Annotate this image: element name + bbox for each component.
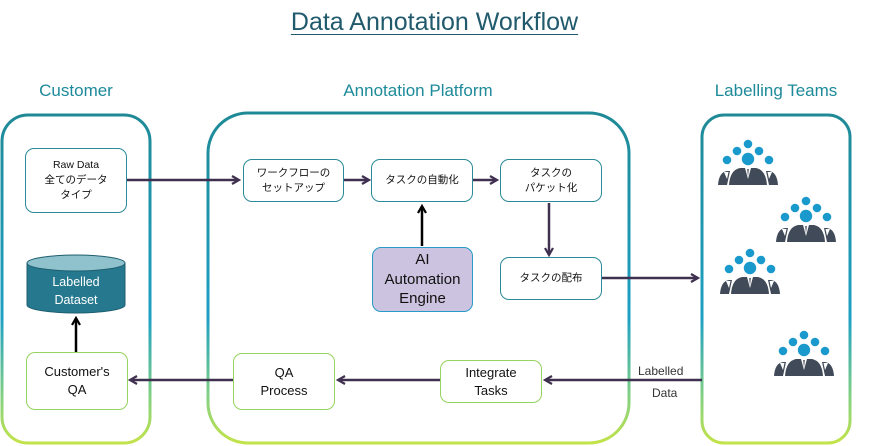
people-group-icon (716, 139, 780, 192)
workflow-setup-line-2: セットアップ (262, 181, 325, 194)
integrate-tasks-line-1: Integrate (465, 364, 517, 380)
task-packeting-box: タスクの パケット化 (500, 159, 602, 202)
raw-data-line-1: Raw Data (52, 159, 100, 172)
task-automation-box: タスクの自動化 (371, 159, 473, 202)
column-label-customer: Customer (39, 81, 113, 100)
task-distribution-box: タスクの配布 (500, 257, 602, 300)
dataset-line-1: Labelled (52, 275, 100, 289)
task-automation-label: タスクの自動化 (385, 174, 459, 187)
qa-process-line-2: Process (260, 382, 308, 398)
people-group-icon (774, 196, 838, 249)
customer-container (0, 113, 152, 445)
customer-qa-line-1: Customer's (44, 364, 110, 380)
workflow-setup-line-1: ワークフローの (256, 166, 331, 179)
task-packeting-line-1: タスクの (530, 166, 572, 179)
dataset-line-2: Dataset (54, 292, 98, 307)
flow-label-data: Data (652, 386, 678, 400)
flow-label-labelled: Labelled (638, 364, 684, 378)
task-distribution-label: タスクの配布 (519, 272, 583, 285)
column-label-teams: Labelling Teams (714, 81, 838, 100)
ai-engine-line-3: Engine (399, 290, 446, 308)
integrate-tasks-line-2: Tasks (474, 382, 508, 398)
qa-process-box: QA Process (233, 353, 335, 410)
labelled-dataset-cylinder (26, 254, 126, 314)
raw-data-line-2: 全てのデータ (44, 174, 108, 187)
integrate-tasks-box: Integrate Tasks (440, 360, 542, 403)
ai-automation-engine-box: AI Automation Engine (372, 247, 473, 312)
ai-engine-line-2: Automation (384, 270, 461, 288)
column-label-platform: Annotation Platform (343, 81, 493, 100)
diagram-title: Data Annotation Workflow (0, 8, 869, 37)
raw-data-box: Raw Data 全てのデータ タイプ (25, 148, 127, 213)
people-group-icon (772, 330, 836, 383)
customer-qa-line-2: QA (67, 382, 87, 397)
diagram-title-text: Data Annotation Workflow (290, 8, 579, 36)
people-group-icon (718, 248, 782, 301)
raw-data-line-3: タイプ (60, 188, 92, 201)
qa-process-line-1: QA (274, 364, 294, 380)
task-packeting-line-2: パケット化 (524, 181, 578, 194)
labelled-dataset-label: Labelled Dataset (27, 274, 125, 309)
teams-container (700, 113, 852, 445)
customer-qa-box: Customer's QA (26, 352, 128, 410)
ai-engine-line-1: AI (415, 251, 430, 269)
workflow-setup-box: ワークフローの セットアップ (243, 159, 344, 202)
